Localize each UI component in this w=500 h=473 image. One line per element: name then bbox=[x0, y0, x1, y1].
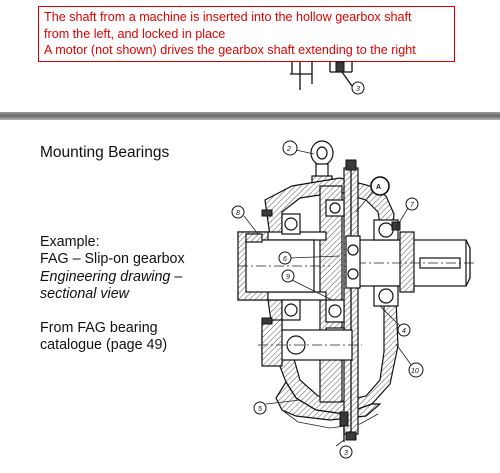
output-shaft bbox=[355, 231, 476, 293]
example-italic-line: sectional view bbox=[40, 285, 129, 302]
callout-label: 5 bbox=[258, 406, 262, 413]
hollow-shaft bbox=[237, 231, 330, 301]
callout-label: 8 bbox=[236, 210, 240, 217]
example-text: Example: FAG – Slip-on gearbox Engineeri… bbox=[40, 234, 185, 355]
callout-7: 7 bbox=[405, 197, 419, 211]
callout-6: 6 bbox=[278, 251, 292, 265]
example-line: FAG – Slip-on gearbox bbox=[40, 251, 185, 268]
callout-9: 9 bbox=[281, 269, 295, 283]
callout-label: 9 bbox=[286, 274, 290, 281]
slide-divider bbox=[0, 112, 500, 120]
callout-box: The shaft from a machine is inserted int… bbox=[38, 6, 455, 62]
callout-label: 2 bbox=[286, 146, 291, 153]
callout-label: 6 bbox=[283, 256, 287, 263]
example-line: Example: bbox=[40, 234, 100, 250]
previous-slide: The shaft from a machine is inserted int… bbox=[0, 0, 500, 112]
callout-8: 8 bbox=[231, 205, 245, 219]
callout-4: 4 bbox=[397, 323, 411, 337]
callout-10: 10 bbox=[408, 362, 424, 378]
callout-A: A bbox=[370, 176, 390, 196]
source-line: catalogue (page 49) bbox=[40, 337, 168, 354]
source-line: From FAG bearing bbox=[40, 320, 158, 337]
callout-label: A bbox=[376, 184, 381, 191]
callout-label: 4 bbox=[402, 328, 406, 335]
callout-label: 3 bbox=[344, 450, 348, 457]
callout-label: 10 bbox=[411, 368, 419, 375]
callout-label: 3 bbox=[356, 86, 360, 93]
prev-drawing-fragment: 3 bbox=[290, 61, 365, 95]
callout-line: The shaft from a machine is inserted int… bbox=[44, 10, 412, 24]
slide-title: Mounting Bearings bbox=[40, 144, 170, 161]
callout-line: A motor (not shown) drives the gearbox s… bbox=[44, 43, 416, 57]
bearing-right bbox=[373, 219, 399, 307]
callout-label: 7 bbox=[410, 202, 415, 209]
pinion-shaft bbox=[258, 319, 362, 367]
callout-2: 2 bbox=[282, 140, 298, 156]
bearing-left bbox=[281, 213, 301, 321]
leader-lines bbox=[243, 149, 413, 447]
example-italic-line: Engineering drawing – bbox=[40, 268, 183, 285]
callout-5: 5 bbox=[253, 401, 267, 415]
callout-3: 3 bbox=[339, 445, 353, 459]
callout-3-top bbox=[351, 81, 365, 95]
callout-line: from the left, and locked in place bbox=[44, 26, 226, 41]
